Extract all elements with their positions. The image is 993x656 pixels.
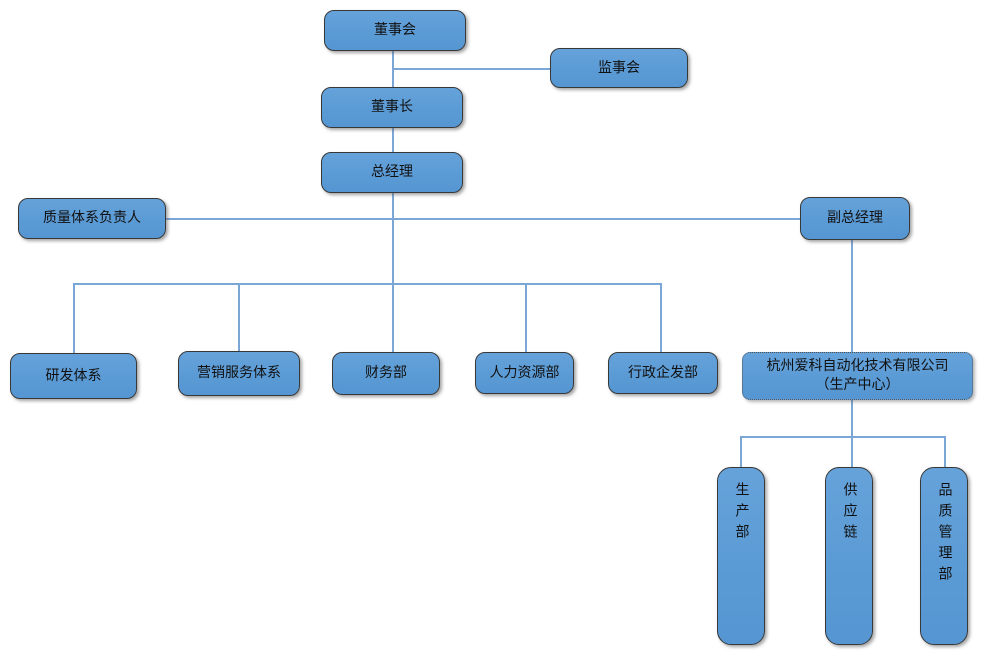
connector-drop-marketing <box>238 283 240 351</box>
connector-quality-deputy <box>166 218 800 220</box>
node-chairman: 董事长 <box>321 87 463 128</box>
node-board-label: 董事会 <box>374 22 416 39</box>
node-supply-chain-label: 供应链 <box>841 482 858 545</box>
node-supervisory-label: 监事会 <box>598 59 640 76</box>
node-production-dept: 生产部 <box>717 467 765 645</box>
node-general-manager: 总经理 <box>321 152 463 193</box>
connector-drop-hr <box>525 283 527 352</box>
node-quality-mgmt-dept-label: 品质管理部 <box>936 482 953 587</box>
connector-productioncenter-trunk <box>851 400 853 436</box>
connector-board-chairman <box>392 51 394 88</box>
node-quality-system-lead: 质量体系负责人 <box>18 198 166 239</box>
connector-drop-supplychain <box>851 436 853 467</box>
connector-gm-trunk <box>392 193 394 353</box>
node-production-center: 杭州爱科自动化技术有限公司 （生产中心） <box>742 352 973 400</box>
connector-board-supervisory <box>393 68 550 70</box>
node-production-center-label-line1: 杭州爱科自动化技术有限公司 <box>766 358 949 375</box>
connector-production-bar <box>740 436 945 438</box>
node-rd-system-label: 研发体系 <box>45 367 102 384</box>
node-chairman-label: 董事长 <box>371 99 413 116</box>
node-admin-enterprise-dept: 行政企发部 <box>608 352 718 394</box>
node-hr-dept: 人力资源部 <box>475 352 574 394</box>
connector-distribution-bar <box>73 283 661 285</box>
node-quality-system-lead-label: 质量体系负责人 <box>43 210 141 227</box>
node-finance-dept: 财务部 <box>332 352 440 395</box>
node-deputy-general-manager-label: 副总经理 <box>827 210 883 227</box>
connector-deputy-productioncenter <box>851 240 853 352</box>
node-production-dept-label: 生产部 <box>733 482 750 545</box>
node-supply-chain: 供应链 <box>825 467 873 645</box>
connector-chairman-gm <box>392 128 394 153</box>
node-board: 董事会 <box>324 10 466 51</box>
node-general-manager-label: 总经理 <box>371 164 413 181</box>
node-marketing-service-system-label: 营销服务体系 <box>197 365 281 382</box>
node-marketing-service-system: 营销服务体系 <box>178 351 300 396</box>
node-hr-dept-label: 人力资源部 <box>489 364 560 381</box>
connector-drop-admin <box>660 283 662 352</box>
node-admin-enterprise-dept-label: 行政企发部 <box>628 364 698 381</box>
connector-drop-qualitymgmt <box>944 436 946 467</box>
node-quality-mgmt-dept: 品质管理部 <box>920 467 968 645</box>
connector-drop-rd <box>73 283 75 353</box>
node-finance-dept-label: 财务部 <box>365 365 407 382</box>
node-production-center-label-line2: （生产中心） <box>815 377 900 393</box>
node-rd-system: 研发体系 <box>10 353 137 399</box>
connector-drop-production <box>740 436 742 467</box>
node-deputy-general-manager: 副总经理 <box>800 197 910 240</box>
node-supervisory: 监事会 <box>550 48 688 88</box>
